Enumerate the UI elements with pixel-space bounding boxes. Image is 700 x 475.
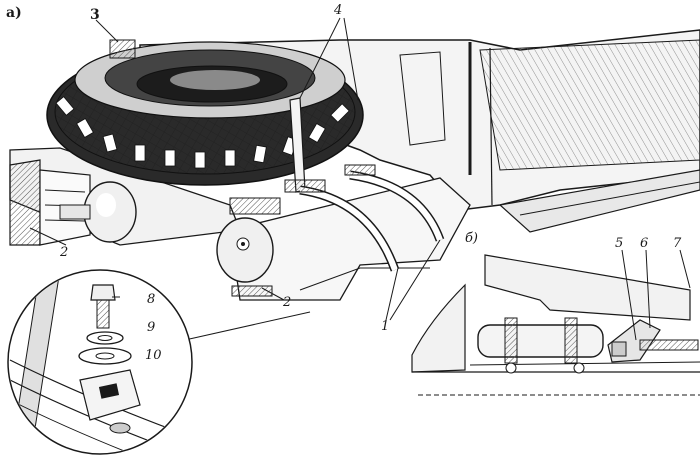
leader-lines (29, 17, 691, 341)
label-6: 6 (640, 236, 649, 251)
label-4: 4 (334, 3, 343, 18)
label-10: 10 (145, 348, 162, 363)
label-2-left: 2 (60, 245, 69, 260)
label-9: 9 (147, 320, 156, 335)
label-2-center: 2 (283, 295, 292, 310)
frame-block (229, 177, 471, 301)
label-5: 5 (615, 236, 624, 251)
view-b-label: б) (465, 231, 479, 246)
spare-tire (46, 41, 364, 186)
label-8: 8 (147, 292, 156, 307)
label-1: 1 (381, 319, 390, 334)
label-3: 3 (90, 7, 100, 23)
cross-member (9, 147, 281, 297)
detail-callout (7, 269, 311, 455)
strap-bracket (109, 39, 445, 272)
view-a-label: а) (6, 5, 22, 21)
view-b-side-view (411, 254, 700, 396)
label-7: 7 (673, 236, 682, 251)
